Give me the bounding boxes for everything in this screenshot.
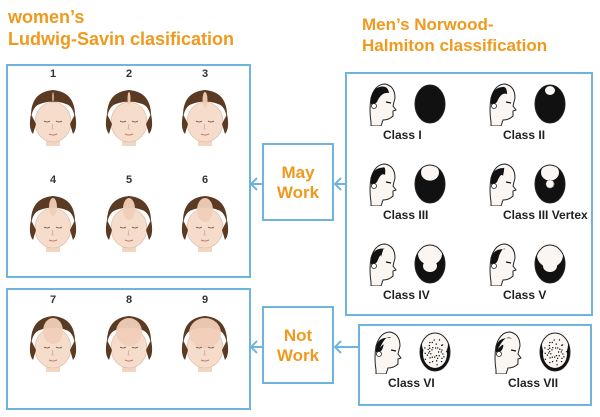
men-title-line1: Men’s Norwood- — [362, 15, 494, 34]
may-work-line1: May — [281, 163, 315, 182]
ludwig-stage-number: 4 — [49, 174, 57, 186]
male-head-top-illustration-icon — [419, 330, 451, 372]
norwood-class-label: Class III Vertex — [503, 208, 588, 222]
men-title-line2: Halmiton classification — [362, 36, 548, 55]
ludwig-stage-number: 2 — [125, 68, 133, 80]
ludwig-stage-number: 8 — [125, 294, 133, 306]
ludwig-stage-number: 1 — [49, 68, 57, 80]
ludwig-stage-number: 7 — [49, 294, 57, 306]
female-head-illustration-icon — [105, 316, 153, 372]
female-head-illustration-icon — [105, 90, 153, 146]
male-head-top-illustration-icon — [534, 164, 566, 204]
not-work-box: Not Work — [262, 306, 334, 384]
male-head-profile-illustration-icon — [489, 243, 517, 286]
ludwig-stage-number: 9 — [201, 294, 209, 306]
may-left-arrow-icon — [249, 177, 263, 191]
not-work-label: Not Work — [264, 326, 332, 366]
norwood-class-label: Class IV — [383, 288, 430, 302]
men-not-work-panel: Class VI Class VII — [358, 324, 592, 406]
norwood-class-label: Class VI — [388, 376, 435, 390]
norwood-class-label: Class V — [503, 288, 547, 302]
norwood-class-label: Class III — [383, 208, 429, 222]
may-right-arrow-icon — [333, 177, 346, 191]
male-head-profile-illustration-icon — [374, 331, 402, 374]
female-head-illustration-icon — [181, 316, 229, 372]
norwood-class-label: Class II — [503, 128, 546, 142]
norwood-class-label: Class VII — [508, 376, 559, 390]
may-work-line2: Work — [276, 183, 320, 202]
ludwig-stage-number: 3 — [201, 68, 209, 80]
women-classification-title: women’s Ludwig-Savin clasification — [8, 6, 328, 50]
male-head-top-illustration-icon — [539, 330, 571, 372]
ludwig-stage-number: 5 — [125, 174, 133, 186]
not-work-line2: Work — [276, 346, 320, 365]
norwood-class-label: Class I — [383, 128, 422, 142]
not-work-line1: Not — [283, 326, 313, 345]
may-work-box: May Work — [262, 143, 334, 221]
female-head-illustration-icon — [181, 196, 229, 252]
not-left-arrow-icon — [249, 340, 263, 354]
men-classification-title: Men’s Norwood- Halmiton classification — [362, 14, 598, 56]
male-head-profile-illustration-icon — [489, 83, 517, 126]
female-head-illustration-icon — [29, 196, 77, 252]
male-head-profile-illustration-icon — [369, 243, 397, 286]
women-not-work-panel: 7 8 9 — [6, 288, 251, 410]
male-head-top-illustration-icon — [534, 84, 566, 124]
male-head-top-illustration-icon — [414, 243, 446, 284]
women-title-line1: women’s — [8, 7, 85, 27]
women-title-line2: Ludwig-Savin clasification — [8, 29, 235, 49]
female-head-illustration-icon — [181, 90, 229, 146]
female-head-illustration-icon — [105, 196, 153, 252]
female-head-illustration-icon — [29, 316, 77, 372]
not-right-arrow-icon — [333, 340, 359, 354]
male-head-profile-illustration-icon — [494, 331, 522, 374]
male-head-top-illustration-icon — [414, 84, 446, 124]
men-may-work-panel: Class I Class II Class III Class III Vertex… — [345, 72, 593, 316]
male-head-profile-illustration-icon — [369, 83, 397, 126]
male-head-top-illustration-icon — [534, 242, 566, 284]
male-head-profile-illustration-icon — [369, 163, 397, 206]
male-head-profile-illustration-icon — [489, 163, 517, 206]
ludwig-stage-number: 6 — [201, 174, 209, 186]
male-head-top-illustration-icon — [414, 164, 446, 204]
women-may-work-panel: 1 2 3 4 5 6 — [6, 64, 251, 278]
female-head-illustration-icon — [29, 90, 77, 146]
may-work-label: May Work — [264, 163, 332, 203]
